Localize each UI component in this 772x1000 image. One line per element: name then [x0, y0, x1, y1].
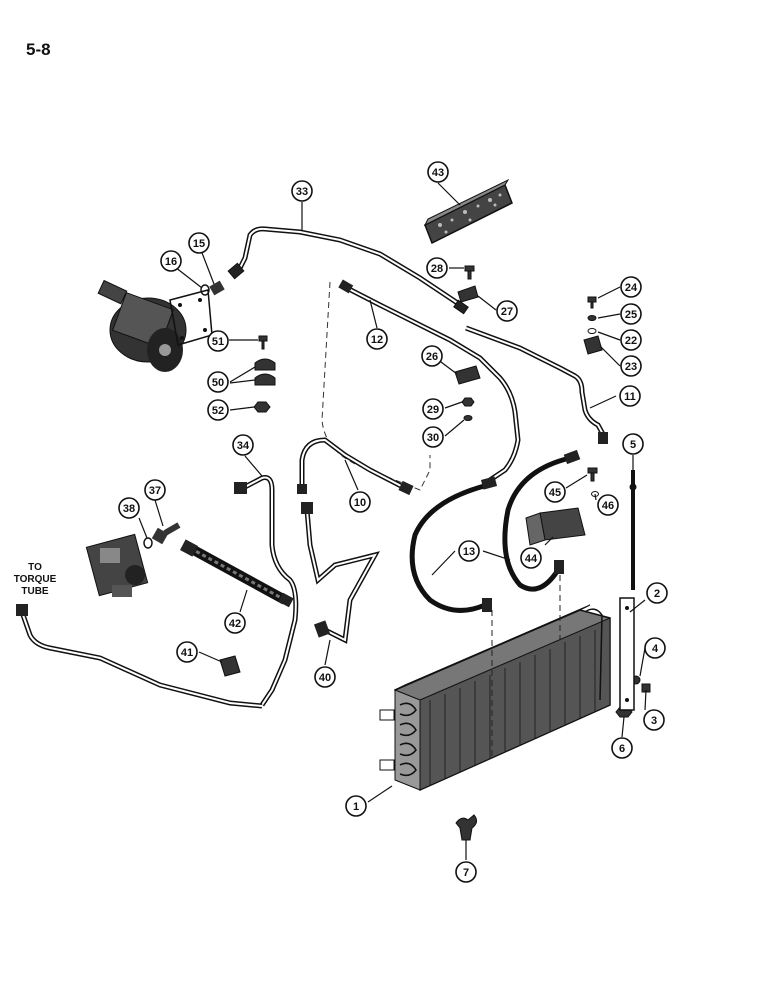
pump-unit-part — [85, 533, 149, 597]
callout-15[interactable]: 15 — [188, 232, 210, 254]
callout-28[interactable]: 28 — [426, 257, 448, 279]
note-line-2: TORQUE — [14, 574, 57, 585]
svg-text:29: 29 — [427, 404, 439, 416]
svg-text:51: 51 — [212, 336, 224, 348]
svg-text:22: 22 — [625, 335, 637, 347]
svg-text:6: 6 — [619, 743, 625, 755]
svg-text:52: 52 — [212, 405, 224, 417]
svg-text:38: 38 — [123, 503, 135, 515]
callout-26[interactable]: 26 — [421, 345, 443, 367]
svg-text:45: 45 — [549, 487, 561, 499]
svg-text:4: 4 — [652, 643, 659, 655]
svg-text:40: 40 — [319, 672, 331, 684]
svg-text:25: 25 — [625, 309, 637, 321]
fitting-37-38-part — [143, 522, 181, 549]
hardware-bits — [219, 265, 651, 841]
svg-text:23: 23 — [625, 361, 637, 373]
svg-text:24: 24 — [625, 282, 638, 294]
callout-50[interactable]: 50 — [207, 371, 229, 393]
callout-30[interactable]: 30 — [422, 426, 444, 448]
svg-text:10: 10 — [354, 497, 366, 509]
bracket-44-part — [525, 507, 586, 546]
callout-25[interactable]: 25 — [620, 303, 642, 325]
callout-45[interactable]: 45 — [544, 481, 566, 503]
dashed-outline — [321, 281, 431, 491]
svg-text:26: 26 — [426, 351, 438, 363]
torque-tube-note: TO TORQUE TUBE — [14, 562, 57, 597]
svg-text:37: 37 — [149, 485, 161, 497]
callout-13[interactable]: 13 — [458, 540, 480, 562]
torque-tube-line — [16, 604, 263, 709]
callout-11[interactable]: 11 — [619, 385, 641, 407]
svg-text:41: 41 — [181, 647, 193, 659]
callout-16[interactable]: 16 — [160, 250, 182, 272]
callout-40[interactable]: 40 — [314, 666, 336, 688]
star-tube-part — [301, 502, 380, 644]
callout-1[interactable]: 1 — [345, 795, 367, 817]
callout-33[interactable]: 33 — [291, 180, 313, 202]
callout-46[interactable]: 46 — [597, 494, 619, 516]
note-line-3: TUBE — [21, 586, 49, 597]
motor-unit-part — [97, 279, 213, 372]
svg-text:42: 42 — [229, 618, 241, 630]
note-line-1: TO — [28, 562, 42, 573]
svg-text:34: 34 — [237, 440, 250, 452]
hoses-part — [409, 449, 581, 613]
svg-text:44: 44 — [525, 553, 538, 565]
fitting-15-16-part — [200, 280, 225, 296]
svg-text:28: 28 — [431, 263, 443, 275]
center-tube-part — [338, 279, 521, 483]
callout-52[interactable]: 52 — [207, 399, 229, 421]
callout-10[interactable]: 10 — [349, 491, 371, 513]
right-tube-part — [465, 325, 608, 444]
svg-text:43: 43 — [432, 167, 444, 179]
callout-3[interactable]: 3 — [643, 709, 665, 731]
svg-text:3: 3 — [651, 715, 657, 727]
svg-text:33: 33 — [296, 186, 308, 198]
upper-tube-part — [227, 226, 469, 315]
callout-41[interactable]: 41 — [176, 641, 198, 663]
callout-12[interactable]: 12 — [366, 328, 388, 350]
svg-text:2: 2 — [654, 588, 660, 600]
svg-text:11: 11 — [624, 391, 636, 403]
callout-27[interactable]: 27 — [496, 300, 518, 322]
callout-44[interactable]: 44 — [520, 547, 542, 569]
svg-text:27: 27 — [501, 306, 513, 318]
callout-5[interactable]: 5 — [622, 433, 644, 455]
callout-29[interactable]: 29 — [422, 398, 444, 420]
svg-text:16: 16 — [165, 256, 177, 268]
callout-38[interactable]: 38 — [118, 497, 140, 519]
tube-10-part — [297, 437, 414, 496]
svg-text:1: 1 — [353, 801, 359, 813]
callouts: 43 33 15 16 28 27 24 25 22 23 12 51 26 5… — [118, 161, 668, 883]
callout-2[interactable]: 2 — [646, 582, 668, 604]
svg-text:46: 46 — [602, 500, 614, 512]
callout-43[interactable]: 43 — [427, 161, 449, 183]
rod-5-part — [629, 470, 637, 590]
callout-4[interactable]: 4 — [644, 637, 666, 659]
callout-22[interactable]: 22 — [620, 329, 642, 351]
svg-text:5: 5 — [630, 439, 636, 451]
callout-6[interactable]: 6 — [611, 737, 633, 759]
svg-text:30: 30 — [427, 432, 439, 444]
short-hose-part — [180, 539, 294, 608]
svg-text:50: 50 — [212, 377, 224, 389]
callout-23[interactable]: 23 — [620, 355, 642, 377]
condenser-part — [379, 604, 611, 792]
svg-text:13: 13 — [463, 546, 475, 558]
page-number: 5-8 — [26, 40, 51, 59]
callout-34[interactable]: 34 — [232, 434, 254, 456]
strap-2-part — [619, 597, 635, 711]
callout-42[interactable]: 42 — [224, 612, 246, 634]
callout-37[interactable]: 37 — [144, 479, 166, 501]
svg-text:15: 15 — [193, 238, 205, 250]
insulation-strip-part — [423, 178, 513, 245]
svg-text:7: 7 — [463, 867, 469, 879]
callout-24[interactable]: 24 — [620, 276, 642, 298]
tube-34-part — [234, 475, 299, 707]
svg-text:12: 12 — [371, 334, 383, 346]
callout-7[interactable]: 7 — [455, 861, 477, 883]
callout-51[interactable]: 51 — [207, 330, 229, 352]
